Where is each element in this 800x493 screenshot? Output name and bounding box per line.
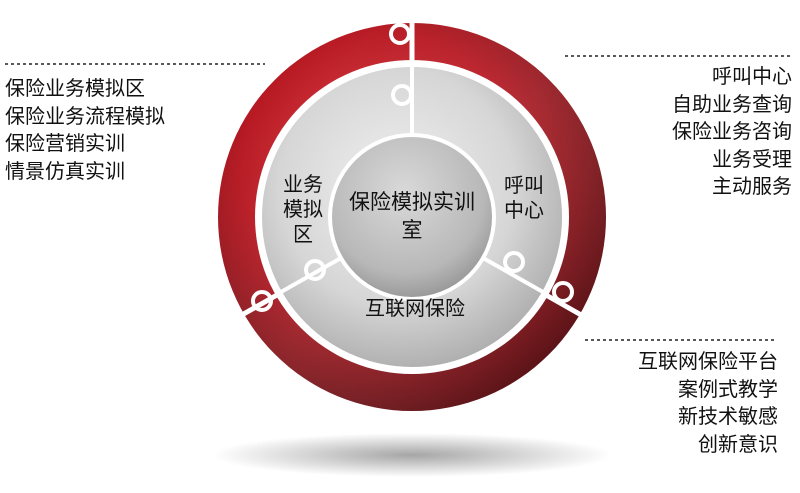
list-item: 保险业务咨询 xyxy=(672,119,792,143)
list-item: 互联网保险平台 xyxy=(638,349,778,373)
center-title-line: 保险模拟实训 xyxy=(349,190,475,214)
segment-label-line: 模拟 xyxy=(283,197,323,221)
divider-left xyxy=(280,256,342,294)
center-title-line: 室 xyxy=(401,218,423,242)
list-top-right: 呼叫中心 自助业务查询 保险业务咨询 业务受理 主动服务 xyxy=(672,63,792,201)
list-item: 呼叫中心 xyxy=(712,64,792,88)
segment-label-left: 业务 模拟 区 xyxy=(268,172,338,247)
divider-right xyxy=(482,256,544,294)
list-item: 自助业务查询 xyxy=(672,91,792,116)
segment-label-line: 业务 xyxy=(283,172,323,196)
list-item: 案例式教学 xyxy=(678,376,778,401)
list-item: 业务受理 xyxy=(712,146,792,171)
list-item: 保险营销实训 xyxy=(5,131,125,155)
diagram-shadow xyxy=(212,433,612,477)
list-item: 情景仿真实训 xyxy=(5,158,125,183)
red-divider-right xyxy=(544,292,592,323)
segment-label-right: 呼叫 中心 xyxy=(492,173,556,223)
segment-label-line: 区 xyxy=(293,222,313,246)
list-item: 创新意识 xyxy=(698,431,778,456)
segment-label-line: 中心 xyxy=(504,198,544,222)
center-title: 保险模拟实训 室 xyxy=(327,188,497,244)
segment-label-line: 呼叫 xyxy=(504,173,544,197)
red-knob-right xyxy=(552,281,574,303)
puzzle-knob-top xyxy=(391,84,413,106)
puzzle-knob-left xyxy=(304,259,326,281)
red-knob-top xyxy=(389,23,411,45)
list-item: 保险业务模拟区 xyxy=(5,76,145,100)
list-bottom-right: 互联网保险平台 案例式教学 新技术敏感 创新意识 xyxy=(638,348,778,458)
segment-label-bottom: 互联网保险 xyxy=(365,296,465,320)
puzzle-knob-right xyxy=(503,251,525,273)
list-item: 新技术敏感 xyxy=(678,404,778,428)
list-item: 保险业务流程模拟 xyxy=(5,103,165,128)
list-item: 主动服务 xyxy=(712,174,792,198)
list-left: 保险业务模拟区 保险业务流程模拟 保险营销实训 情景仿真实训 xyxy=(5,75,165,185)
red-knob-left xyxy=(251,290,273,312)
